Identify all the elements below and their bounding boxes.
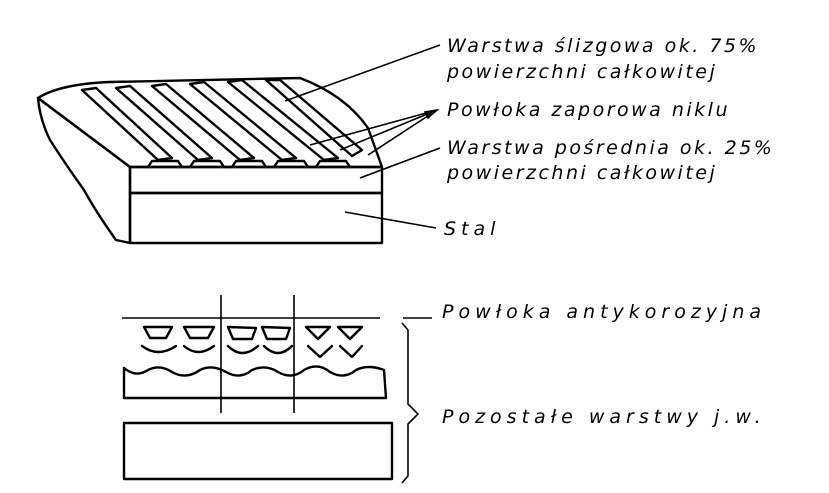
steel-front-face bbox=[128, 191, 384, 245]
coating-pieces-top-row bbox=[142, 325, 364, 341]
anticorrosion-coating-label: Powłoka antykorozyjna bbox=[442, 301, 766, 323]
sliding-layer-label-line2: powierzchni całkowitej bbox=[446, 61, 717, 83]
top-leader-lines bbox=[284, 44, 441, 229]
steel-section-block bbox=[122, 421, 394, 481]
steel-label: Stal bbox=[444, 218, 500, 240]
nickel-barrier-label: Powłoka zaporowa niklu bbox=[447, 99, 730, 121]
top-surface bbox=[36, 76, 384, 169]
intermediate-layer-label-line2: powierzchni całkowitej bbox=[446, 162, 717, 184]
left-broken-side bbox=[36, 96, 132, 245]
front-groove-row bbox=[146, 159, 352, 169]
bearing-cutaway bbox=[36, 76, 384, 245]
cross-section bbox=[122, 295, 432, 484]
remaining-layers-label: Pozostałe warstwy j.w. bbox=[442, 406, 766, 428]
intermediate-layer-label-line1: Warstwa pośrednia ok. 25% bbox=[447, 137, 774, 159]
sliding-layer-label-line1: Warstwa ślizgowa ok. 75% bbox=[447, 35, 759, 57]
top-sliding-strips bbox=[80, 78, 364, 162]
intermediate-section-layer bbox=[122, 365, 388, 400]
coating-pieces-bottom-row bbox=[140, 344, 364, 359]
intermediate-front-face bbox=[128, 165, 384, 195]
remaining-layers-brace bbox=[401, 322, 420, 484]
